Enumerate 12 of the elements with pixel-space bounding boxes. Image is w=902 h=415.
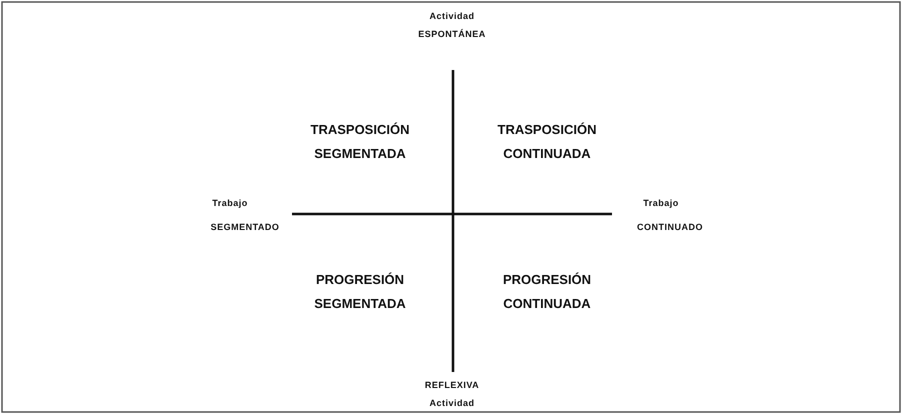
quadrant-label: TRASPOSICIÓN CONTINUADA — [498, 121, 596, 163]
quadrant-label: PROGRESIÓN CONTINUADA — [502, 271, 592, 313]
axis-label: SEGMENTADO — [210, 222, 280, 232]
axis-label: Trabajo — [212, 198, 248, 208]
quadrant-label: PROGRESIÓN SEGMENTADA — [314, 271, 406, 313]
axis-label: Actividad — [430, 398, 474, 408]
axis-label: CONTINUADO — [637, 222, 703, 232]
axis-label: Trabajo — [643, 198, 679, 208]
axis-label: ESPONTÁNEA — [418, 29, 486, 39]
quadrant-label: TRASPOSICIÓN SEGMENTADA — [310, 121, 410, 163]
axis-label: REFLEXIVA — [424, 380, 480, 390]
axis-label: Actividad — [430, 11, 474, 21]
